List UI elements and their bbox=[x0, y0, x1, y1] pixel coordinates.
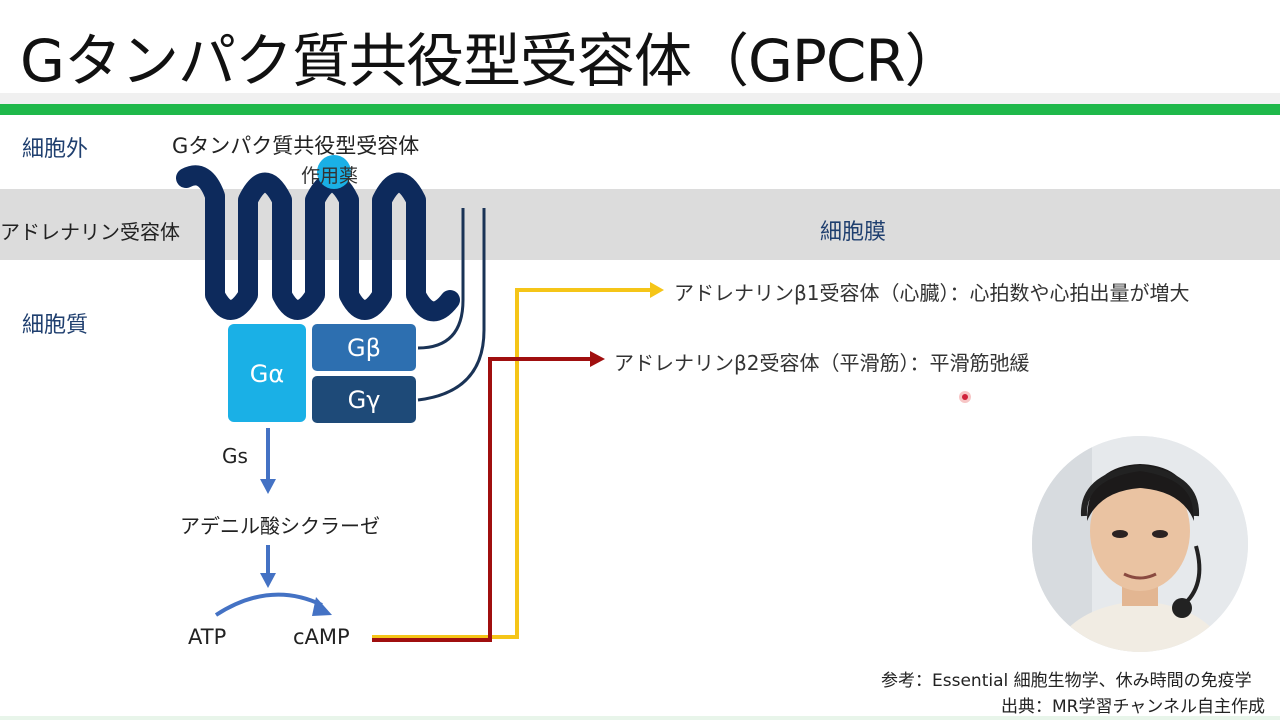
adenylate-cyclase-label: アデニル酸シクラーゼ bbox=[180, 514, 380, 538]
gamma-anchor-line bbox=[417, 208, 486, 402]
bottom-divider bbox=[0, 716, 1280, 720]
gs-arrow-head bbox=[260, 479, 276, 494]
beta1-effect-label: アドレナリンβ1受容体（心臓）：心拍数や心拍出量が増大 bbox=[674, 281, 1190, 305]
receptor-transmembrane-shape bbox=[176, 165, 460, 322]
beta1-arrow-line bbox=[372, 288, 652, 639]
atp-label: ATP bbox=[188, 625, 227, 649]
presenter-webcam bbox=[1032, 436, 1248, 652]
enzyme-arrow-head bbox=[260, 573, 276, 588]
beta2-arrow-line bbox=[372, 357, 592, 642]
beta-anchor-line bbox=[417, 208, 465, 350]
beta2-arrow-head bbox=[590, 351, 605, 367]
cytoplasm-label: 細胞質 bbox=[22, 313, 89, 338]
cell-membrane-label: 細胞膜 bbox=[820, 220, 887, 245]
title-divider bbox=[0, 93, 1280, 104]
extracellular-label: 細胞外 bbox=[22, 137, 89, 162]
g-beta-label: Gβ bbox=[347, 334, 381, 362]
g-gamma-box bbox=[312, 376, 416, 423]
source-note: 出典：MR学習チャンネル自主作成 bbox=[1001, 697, 1265, 717]
g-alpha-label: Gα bbox=[249, 360, 285, 388]
title-accent-bar bbox=[0, 104, 1280, 115]
adrenaline-receptor-label: アドレナリン受容体 bbox=[0, 220, 180, 244]
camp-label: cAMP bbox=[293, 625, 350, 649]
gpcr-label: Gタンパク質共役型受容体 bbox=[172, 134, 420, 158]
presenter-face-image bbox=[1032, 436, 1248, 652]
g-alpha-box bbox=[228, 324, 306, 422]
slide-title: Gタンパク質共役型受容体（GPCR） bbox=[20, 27, 963, 95]
beta2-effect-label: アドレナリンβ2受容体（平滑筋）：平滑筋弛緩 bbox=[614, 351, 1030, 375]
g-gamma-label: Gγ bbox=[347, 386, 381, 414]
agonist-label: 作用薬 bbox=[301, 165, 359, 187]
gs-label: Gs bbox=[222, 444, 248, 468]
g-beta-box bbox=[312, 324, 416, 371]
beta1-arrow-head bbox=[650, 282, 664, 298]
atp-to-camp-arrow bbox=[214, 592, 323, 617]
reference-note: 参考：Essential 細胞生物学、休み時間の免疫学 bbox=[881, 671, 1252, 691]
agonist-circle bbox=[317, 155, 351, 189]
